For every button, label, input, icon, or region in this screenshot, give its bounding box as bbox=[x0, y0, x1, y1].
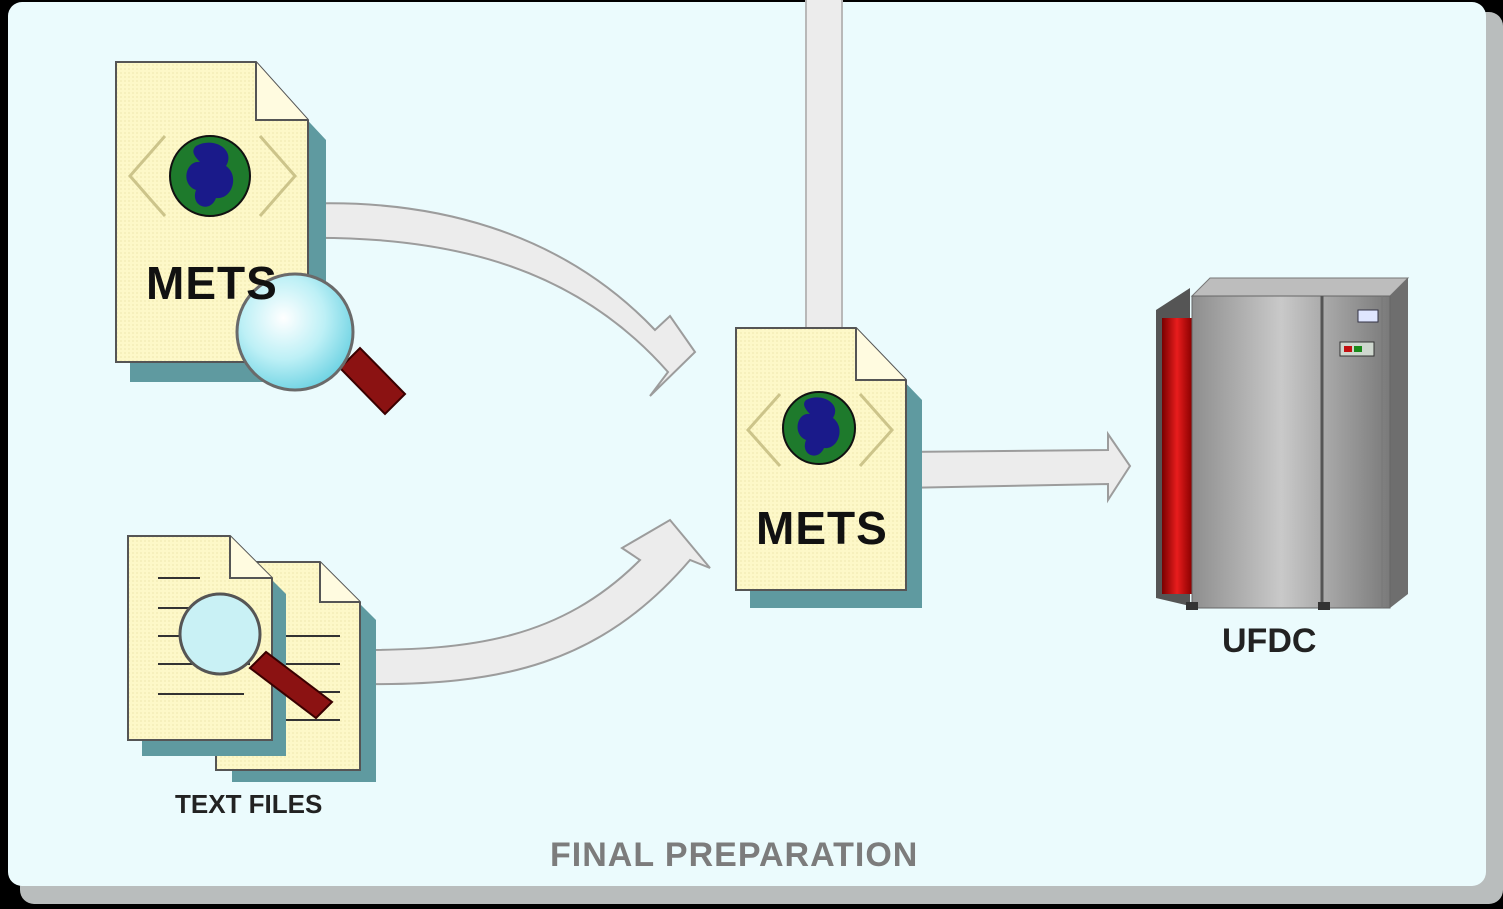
globe-icon bbox=[169, 135, 251, 217]
arrow-mets-to-mets bbox=[299, 202, 697, 397]
text-files-label: TEXT FILES bbox=[175, 789, 323, 819]
mets-target-document-icon bbox=[735, 327, 922, 608]
arrow-mets-to-ufdc bbox=[899, 430, 1132, 504]
diagram-caption: FINAL PREPARATION bbox=[550, 836, 919, 874]
magnifier-icon bbox=[235, 272, 407, 416]
server-icon bbox=[1156, 277, 1410, 610]
incoming-arrow-top bbox=[805, 0, 843, 341]
globe-icon bbox=[782, 391, 856, 465]
ufdc-label: UFDC bbox=[1222, 622, 1317, 660]
arrow-textfiles-to-mets bbox=[359, 518, 711, 686]
mets-target-label: METS bbox=[756, 502, 888, 554]
mets-source-label: METS bbox=[146, 257, 278, 309]
magnifier-icon bbox=[178, 592, 334, 720]
